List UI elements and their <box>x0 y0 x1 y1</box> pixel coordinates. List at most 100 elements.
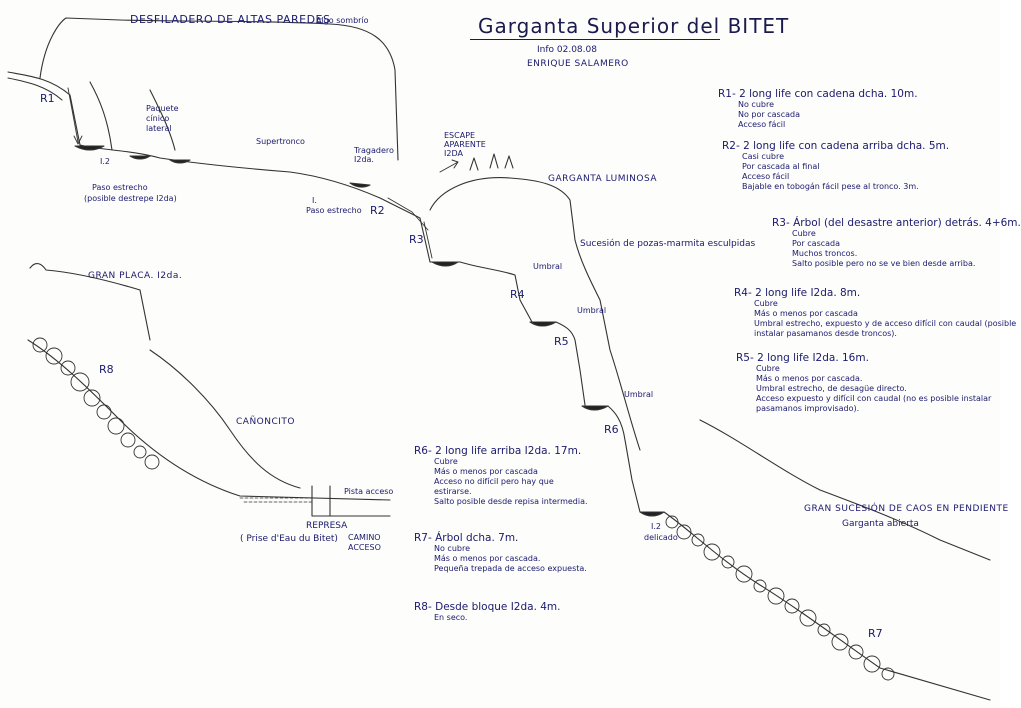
notes-r5-head: R5- 2 long life I2da. 16m. <box>736 352 869 364</box>
rappel-label-r1: R1 <box>40 92 55 105</box>
notes-r3-line-4: Salto posible pero no se ve bien desde a… <box>792 259 976 268</box>
section-gran-sucesion: GRAN SUCESIÓN DE CAOS EN PENDIENTE <box>804 504 1009 514</box>
rappel-label-r5: R5 <box>554 335 569 348</box>
escape-trees <box>469 153 514 171</box>
notes-r3: R3- Árbol (del desastre anterior) detrás… <box>772 217 1021 269</box>
notes-r5-line-4: Acceso expuesto y difícil con caudal (no… <box>756 394 992 403</box>
notes-r4: R4- 2 long life I2da. 8m. Cubre Más o me… <box>734 287 1016 339</box>
notes-r6-line-2: Más o menos por cascada <box>434 467 538 476</box>
upper-wall-inner <box>89 81 113 151</box>
note-umbral-3: Umbral <box>624 390 654 399</box>
note-paso-estrecho-2: Paso estrecho <box>306 206 362 215</box>
notes-r6-line-4: estirarse. <box>434 487 472 496</box>
notes-r2-line-3: Acceso fácil <box>742 172 790 181</box>
pool-tragadero <box>349 182 371 188</box>
topo-drawing <box>7 17 991 701</box>
upper-wall-ledge <box>149 89 176 151</box>
notes-r1-line-2: No por cascada <box>738 110 800 119</box>
note-posible-destrepe: (posible destrepe I2da) <box>84 194 177 203</box>
note-represa: REPRESA <box>306 521 348 531</box>
note-paquete-cinico: Paquete cínico lateral <box>146 104 179 133</box>
notes-r6-line-5: Salto posible desde repisa intermedia. <box>434 497 588 506</box>
notes-r7: R7- Árbol dcha. 7m. No cubre Más o menos… <box>414 532 587 574</box>
rappel-label-r2: R2 <box>370 204 385 217</box>
note-umbral-2: Umbral <box>577 306 607 315</box>
notes-r4-line-3: Umbral estrecho, expuesto y de acceso di… <box>754 319 1017 328</box>
pool-r3 <box>431 261 459 267</box>
note-prise: ( Prise d'Eau du Bitet) <box>240 534 338 544</box>
right-wall <box>699 419 991 561</box>
floor-r4 <box>459 261 533 323</box>
note-paso-estrecho-2-marker: I. <box>312 196 317 205</box>
notes-r3-line-2: Por cascada <box>792 239 841 248</box>
section-sucesion-pozas: Sucesión de pozas-marmita esculpidas <box>580 239 756 249</box>
rappel-label-r8: R8 <box>99 363 114 376</box>
pool-r6 <box>639 511 665 517</box>
note-escape: ESCAPE APARENTE I2DA <box>444 131 486 158</box>
represa-wall <box>311 485 331 517</box>
notes-r1-line-3: Acceso fácil <box>738 120 786 129</box>
canyon-floor-upper <box>7 71 421 219</box>
page-title: Garganta Superior del BITET <box>478 14 790 38</box>
rappel-label-r7: R7 <box>868 627 883 640</box>
section-garganta-luminosa: GARGANTA LUMINOSA <box>548 174 657 184</box>
boulders-left <box>32 337 160 470</box>
note-r6-t2: I.2 <box>651 522 661 531</box>
notes-r6-line-3: Acceso no difícil pero hay que <box>434 477 554 486</box>
notes-r4-line-4: instalar pasamanos desde troncos). <box>754 329 897 338</box>
notes-r4-line-2: Más o menos por cascada <box>754 309 858 318</box>
rope-r2 <box>387 197 429 231</box>
notes-r7-line-1: No cubre <box>434 544 471 553</box>
info-date: Info 02.08.08 <box>537 45 597 55</box>
notes-r3-line-3: Muchos troncos. <box>792 249 858 258</box>
represa-water <box>239 497 313 503</box>
notes-r5-line-5: pasamanos improvisado). <box>756 404 860 413</box>
rope-r1-arrow <box>73 135 83 145</box>
pool-r1 <box>74 145 105 151</box>
notes-r1-head: R1- 2 long life con cadena dcha. 10m. <box>718 88 918 100</box>
escape-arrow <box>439 159 459 173</box>
floor-r6 <box>607 405 641 513</box>
middle-wall <box>429 177 641 451</box>
canoncito-wall <box>149 349 301 489</box>
pool-r5 <box>581 405 609 411</box>
rappel-label-r3: R3 <box>409 233 424 246</box>
rappel-label-r6: R6 <box>604 423 619 436</box>
notes-r5-line-1: Cubre <box>756 364 780 373</box>
section-desfiladero: DESFILADERO DE ALTAS PAREDES <box>130 13 331 26</box>
notes-r8-head: R8- Desde bloque I2da. 4m. <box>414 601 561 613</box>
rappel-label-r4: R4 <box>510 288 525 301</box>
rope-r3 <box>423 221 433 259</box>
title-underline <box>470 39 720 40</box>
note-supertronco: Supertronco <box>256 137 305 146</box>
notes-r3-head: R3- Árbol (del desastre anterior) detrás… <box>772 217 1021 229</box>
note-umbral-1: Umbral <box>533 262 563 271</box>
notes-r2-line-1: Casi cubre <box>742 152 785 161</box>
canyon-floor-upper-2 <box>7 77 63 101</box>
section-gran-placa: GRAN PLACA. I2da. <box>88 271 183 281</box>
canoncito-floor <box>27 339 391 501</box>
section-canoncito: CAÑONCITO <box>236 417 296 427</box>
pool-2 <box>169 159 191 164</box>
note-r1-t2: I.2 <box>100 157 110 166</box>
notes-r5-line-2: Más o menos por cascada. <box>756 374 863 383</box>
boulder-slope-top <box>663 511 991 701</box>
rope-r1 <box>67 87 79 143</box>
notes-r1-line-1: No cubre <box>738 100 775 109</box>
lower-left-wall <box>29 262 151 341</box>
note-delicado: delicado <box>644 533 678 542</box>
notes-r4-line-1: Cubre <box>754 299 778 308</box>
notes-r2: R2- 2 long life con cadena arriba dcha. … <box>722 140 949 192</box>
author: ENRIQUE SALAMERO <box>527 59 629 69</box>
notes-r5-line-3: Umbral estrecho, de desagüe directo. <box>756 384 907 393</box>
notes-r1: R1- 2 long life con cadena dcha. 10m. No… <box>718 88 918 130</box>
pool-r4 <box>529 321 557 327</box>
topo-sheet: Garganta Superior del BITET Info 02.08.0… <box>7 13 1021 701</box>
notes-r2-head: R2- 2 long life con cadena arriba dcha. … <box>722 140 950 152</box>
notes-r6-line-1: Cubre <box>434 457 458 466</box>
notes-r8-line-1: En seco. <box>434 613 468 622</box>
upper-wall <box>39 17 399 161</box>
notes-r2-line-2: Por cascada al final <box>742 162 820 171</box>
notes-r6-head: R6- 2 long life arriba I2da. 17m. <box>414 445 582 457</box>
pool-1 <box>129 155 151 160</box>
